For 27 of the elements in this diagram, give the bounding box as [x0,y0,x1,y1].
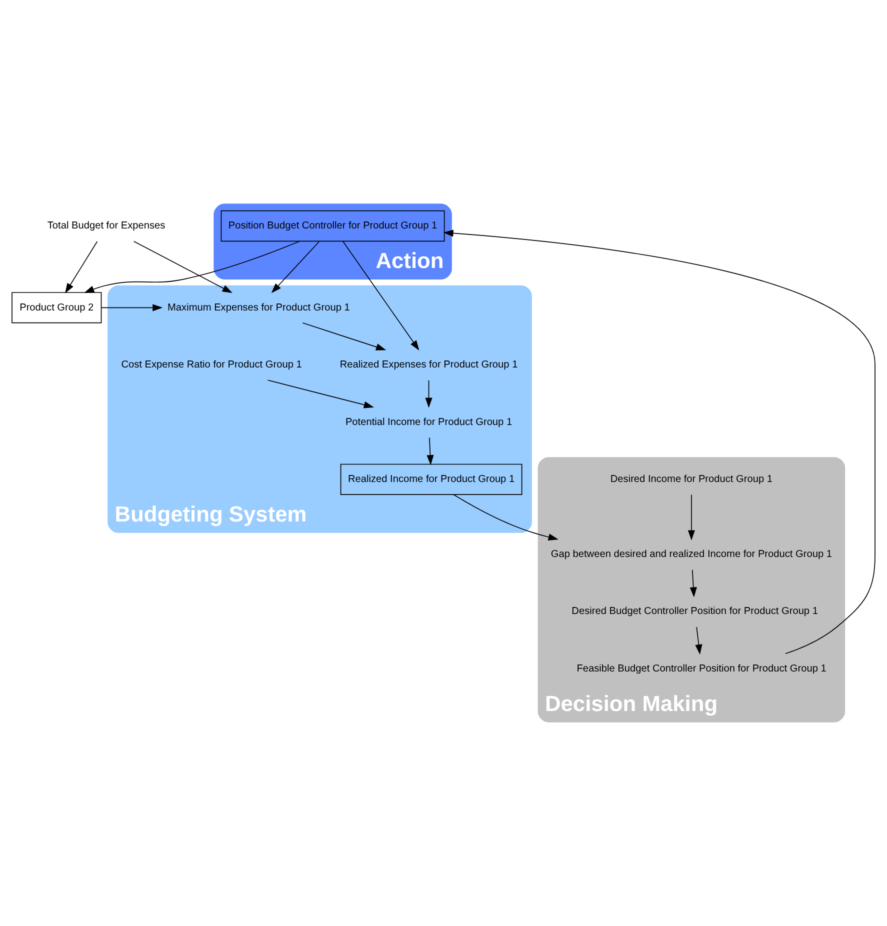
arrow [425,380,432,408]
node-text: Desired Budget Controller Position for Product Group 1 [572,606,818,618]
node-text: Gap between desired and realized Income for Product Group 1 [550,548,832,560]
arrow [443,230,876,654]
node-text: Maximum Expenses for Product Group 1 [168,302,350,314]
arrow [302,322,386,350]
arrow [688,494,695,540]
node-box: Product Group 2 [12,292,102,324]
arrow [426,437,434,466]
node-text: Potential Income for Product Group 1 [345,416,512,428]
arrow [84,240,300,293]
node-text: Desired Income for Product Group 1 [610,474,773,486]
node-text: Realized Expenses for Product Group 1 [340,360,518,371]
arrow [453,494,558,541]
node-box: Realized Income for Product Group 1 [340,464,522,495]
arrow [690,569,697,598]
arrow [65,241,98,294]
arrow [101,304,163,312]
arrow [133,240,232,294]
node-box: Position Budget Controller for Product Group 1 [220,210,445,242]
arrow [342,240,420,350]
arrow [267,380,374,408]
arrow [695,626,702,655]
node-text: Cost Expense Ratio for Product Group 1 [121,360,302,371]
node-text: Feasible Budget Controller Position for Product Group 1 [576,663,826,674]
node-text: Total Budget for Expenses [47,220,166,232]
arrow [271,241,320,294]
